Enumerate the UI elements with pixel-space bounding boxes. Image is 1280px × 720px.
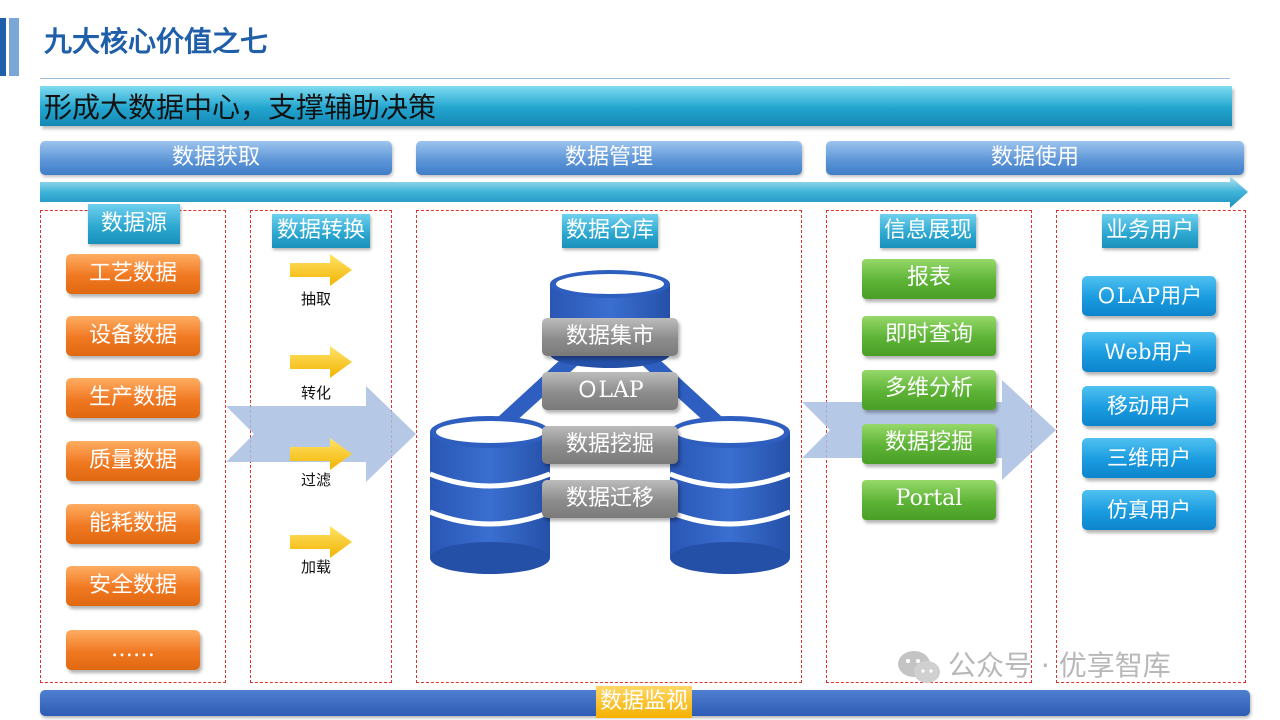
source-item-more: …… (66, 630, 200, 670)
filter-arrow-icon (290, 438, 352, 470)
display-item-analysis: 多维分析 (862, 370, 996, 410)
display-item-portal: Portal (862, 480, 996, 520)
display-item-mining: 数据挖掘 (862, 424, 996, 464)
database-cylinders-icon (429, 270, 791, 574)
source-item-production: 生产数据 (66, 378, 200, 418)
user-item-web: Ｗeb用户 (1082, 332, 1216, 372)
header-source: 数据源 (88, 204, 180, 244)
phase-acquire: 数据获取 (40, 141, 392, 175)
user-item-mobile: 移动用户 (1082, 386, 1216, 426)
warehouse-item-migration: 数据迁移 (542, 480, 678, 518)
flow-arrow-left-big (226, 386, 416, 482)
etl-step-extract: 抽取 (300, 290, 331, 308)
display-item-report: 报表 (862, 259, 996, 299)
title-accent-bar (0, 18, 6, 76)
warehouse-item-mining: 数据挖掘 (542, 426, 678, 464)
flow-arrow (40, 176, 1248, 208)
extract-arrow-icon (290, 254, 352, 286)
header-etl: 数据转换 (272, 214, 370, 248)
panel-users (1056, 210, 1246, 683)
banner: 形成大数据中心，支撑辅助决策 (40, 86, 1232, 126)
user-item-simulation: 仿真用户 (1082, 490, 1216, 530)
header-display: 信息展现 (880, 214, 976, 248)
panel-warehouse (416, 210, 802, 683)
user-item-3d: 三维用户 (1082, 438, 1216, 478)
header-warehouse: 数据仓库 (562, 214, 658, 248)
monitor-label: 数据监视 (596, 686, 692, 718)
source-item-quality: 质量数据 (66, 441, 200, 481)
source-item-energy: 能耗数据 (66, 504, 200, 544)
phase-manage: 数据管理 (416, 141, 802, 175)
user-item-olap: ＯLAP用户 (1082, 276, 1216, 316)
source-item-craft: 工艺数据 (66, 254, 200, 294)
header-users: 业务用户 (1102, 214, 1198, 248)
wechat-icon (898, 651, 940, 683)
title-divider (40, 78, 1230, 79)
phase-use: 数据使用 (826, 141, 1244, 175)
watermark: 公众号 · 优享智库 (896, 646, 1171, 686)
warehouse-item-datamart: 数据集市 (542, 318, 678, 356)
transform-arrow-icon (290, 346, 352, 378)
source-item-equipment: 设备数据 (66, 316, 200, 356)
etl-step-filter: 过滤 (300, 471, 331, 489)
display-item-query: 即时查询 (862, 316, 996, 356)
watermark-text: 公众号 · 优享智库 (948, 649, 1171, 682)
etl-step-transform: 转化 (300, 384, 331, 402)
load-arrow-icon (290, 526, 352, 558)
etl-step-load: 加载 (300, 558, 331, 576)
warehouse-item-olap: ＯLAP (542, 372, 678, 410)
title-accent-bar-light (9, 18, 19, 76)
source-item-safety: 安全数据 (66, 566, 200, 606)
page-title: 九大核心价值之七 (44, 25, 269, 58)
